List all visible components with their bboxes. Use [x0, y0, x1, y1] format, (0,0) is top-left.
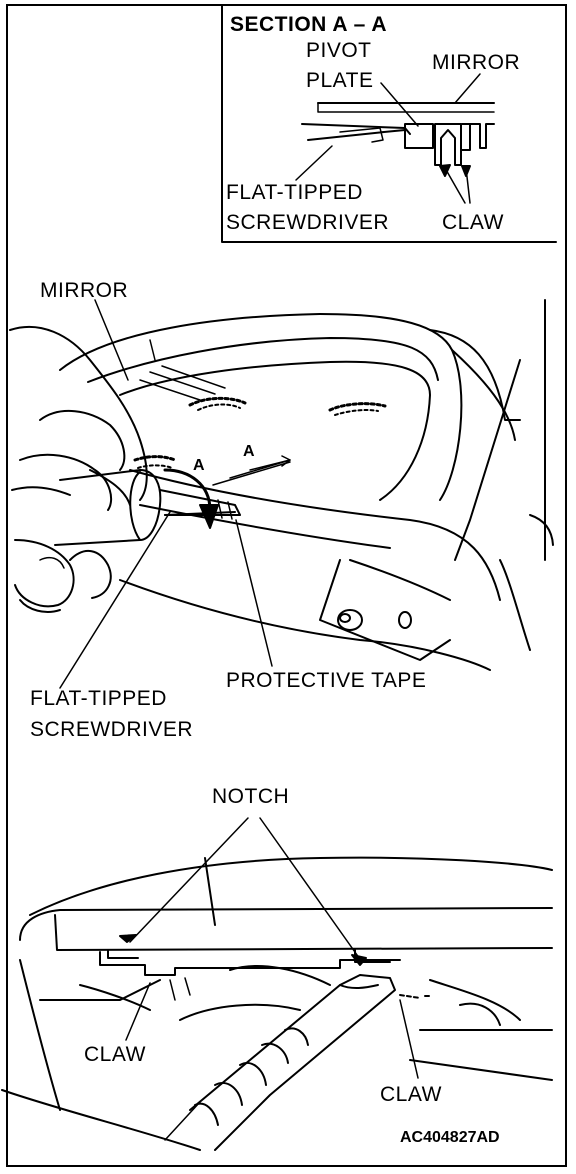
protective-tape-label: PROTECTIVE TAPE [226, 669, 427, 692]
figure-code: AC404827AD [400, 1129, 500, 1146]
screwdriver-label-line1: FLAT-TIPPED [30, 687, 167, 710]
section-inset-box [221, 5, 557, 243]
section-detail-drawing [295, 73, 495, 204]
mirror-label: MIRROR [40, 279, 129, 302]
notch-label: NOTCH [212, 785, 290, 808]
section-screwdriver-label-line1: FLAT-TIPPED [226, 181, 363, 204]
claw-right-label: CLAW [380, 1083, 442, 1106]
figure-border [6, 4, 567, 1167]
section-marker-right: A [243, 443, 255, 460]
section-mirror-label: MIRROR [432, 51, 521, 74]
section-screwdriver-label-line2: SCREWDRIVER [226, 211, 390, 234]
section-claw-label: CLAW [442, 211, 504, 234]
pivot-label-line1: PIVOT [306, 39, 372, 62]
section-title: SECTION A – A [230, 13, 388, 36]
section-marker-left: A [193, 457, 205, 474]
notch-claw-drawing [1, 817, 553, 1151]
pivot-label-line2: PLATE [306, 69, 374, 92]
claw-left-label: CLAW [84, 1043, 146, 1066]
screwdriver-label-line2: SCREWDRIVER [30, 718, 194, 741]
mirror-removal-drawing [9, 299, 554, 689]
